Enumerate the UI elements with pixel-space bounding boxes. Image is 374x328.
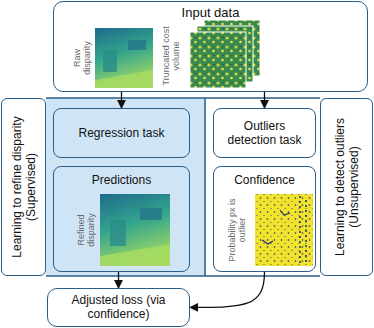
- box-label: Input data: [178, 5, 244, 21]
- flow-arrow: [190, 272, 265, 307]
- process-box: Regression task: [53, 108, 190, 158]
- flow-arrow: [121, 92, 122, 108]
- process-box: Predictions: [53, 166, 190, 272]
- box-label: Confidence: [230, 173, 299, 187]
- flow-arrow: [264, 92, 265, 108]
- band-label-cell: Learning to refine disparity (Supervised…: [1, 98, 46, 276]
- cost-volume-stack: [190, 20, 260, 88]
- process-box: Adjusted loss (via confidence): [47, 288, 190, 327]
- band-title: Learning to refine disparity (Supervised…: [9, 105, 38, 269]
- box-label: Predictions: [88, 173, 155, 187]
- image-caption: Raw disparity: [73, 33, 93, 83]
- image-caption: Truncated cost volume: [162, 24, 182, 88]
- supervised-region: [46, 98, 205, 276]
- box-label: Outliers detection task: [214, 119, 315, 148]
- image-caption: Refined disparity: [77, 199, 97, 261]
- frame-lines: [46, 98, 320, 276]
- raw-disparity-image: [95, 28, 153, 88]
- band-label-cell: Learning to detect outliers (Unsupervise…: [320, 98, 373, 276]
- image-caption: Probability px is outlier: [228, 195, 248, 265]
- process-box: Input data: [53, 1, 368, 92]
- box-label: Regression task: [74, 126, 168, 140]
- flow-arrow: [118, 272, 119, 288]
- band-title: Learning to detect outliers (Unsupervise…: [332, 105, 361, 269]
- process-box: Outliers detection task: [213, 108, 316, 158]
- box-label: Adjusted loss (via confidence): [48, 293, 189, 322]
- confidence-map: [255, 194, 313, 266]
- refined-disparity-image: [100, 194, 170, 266]
